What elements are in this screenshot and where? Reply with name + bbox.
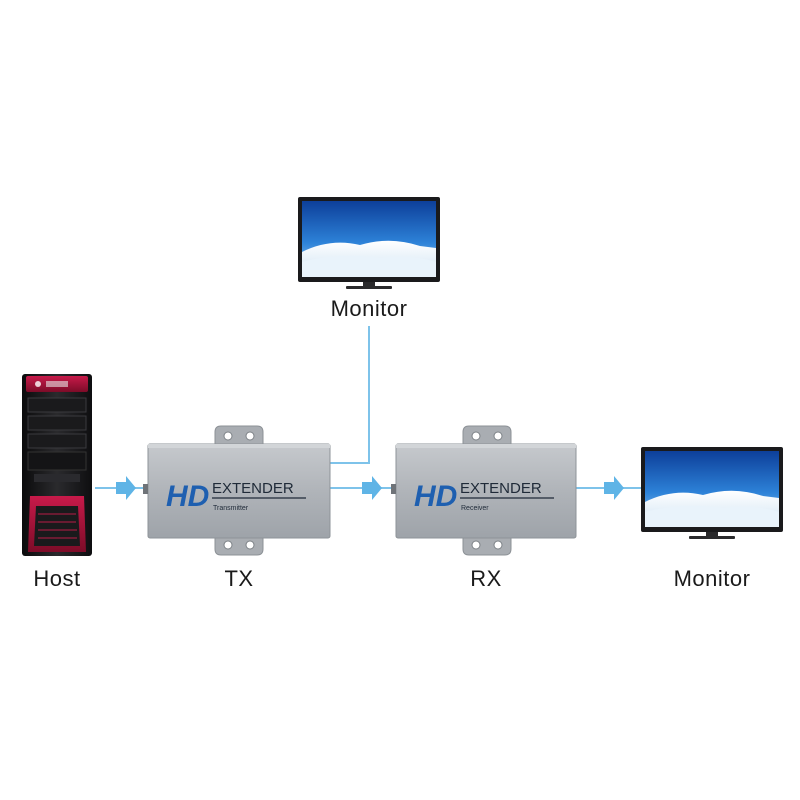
rx-subtitle-text: Receiver xyxy=(461,505,489,512)
mount-bracket-top xyxy=(462,425,512,446)
arrow-right-icon xyxy=(116,476,136,500)
cable-tx-monitor-top xyxy=(330,326,370,464)
arrow-right-icon xyxy=(362,476,382,500)
monitor-top-icon xyxy=(298,197,440,289)
rx-unit: HD EXTENDER Receiver xyxy=(391,425,577,556)
mount-bracket-bottom xyxy=(214,534,264,556)
rx-brand-text: HD xyxy=(414,480,457,513)
mount-bracket-top xyxy=(214,425,264,446)
tx-unit: HD EXTENDER Transmitter xyxy=(143,425,331,556)
monitor-right-icon xyxy=(641,447,783,539)
arrow-right-icon xyxy=(604,476,624,500)
label-monitor-top: Monitor xyxy=(330,296,408,321)
label-rx: RX xyxy=(470,566,502,591)
tx-brand-text: HD xyxy=(166,480,209,513)
mount-bracket-bottom xyxy=(462,534,512,556)
tx-subtitle-text: Transmitter xyxy=(213,505,249,512)
label-tx: TX xyxy=(224,566,254,591)
host-pc-icon xyxy=(22,374,92,556)
label-host: Host xyxy=(33,566,81,591)
rx-model-text: EXTENDER xyxy=(460,480,542,497)
label-monitor-right: Monitor xyxy=(673,566,751,591)
arrows xyxy=(116,476,624,500)
tx-model-text: EXTENDER xyxy=(212,480,294,497)
